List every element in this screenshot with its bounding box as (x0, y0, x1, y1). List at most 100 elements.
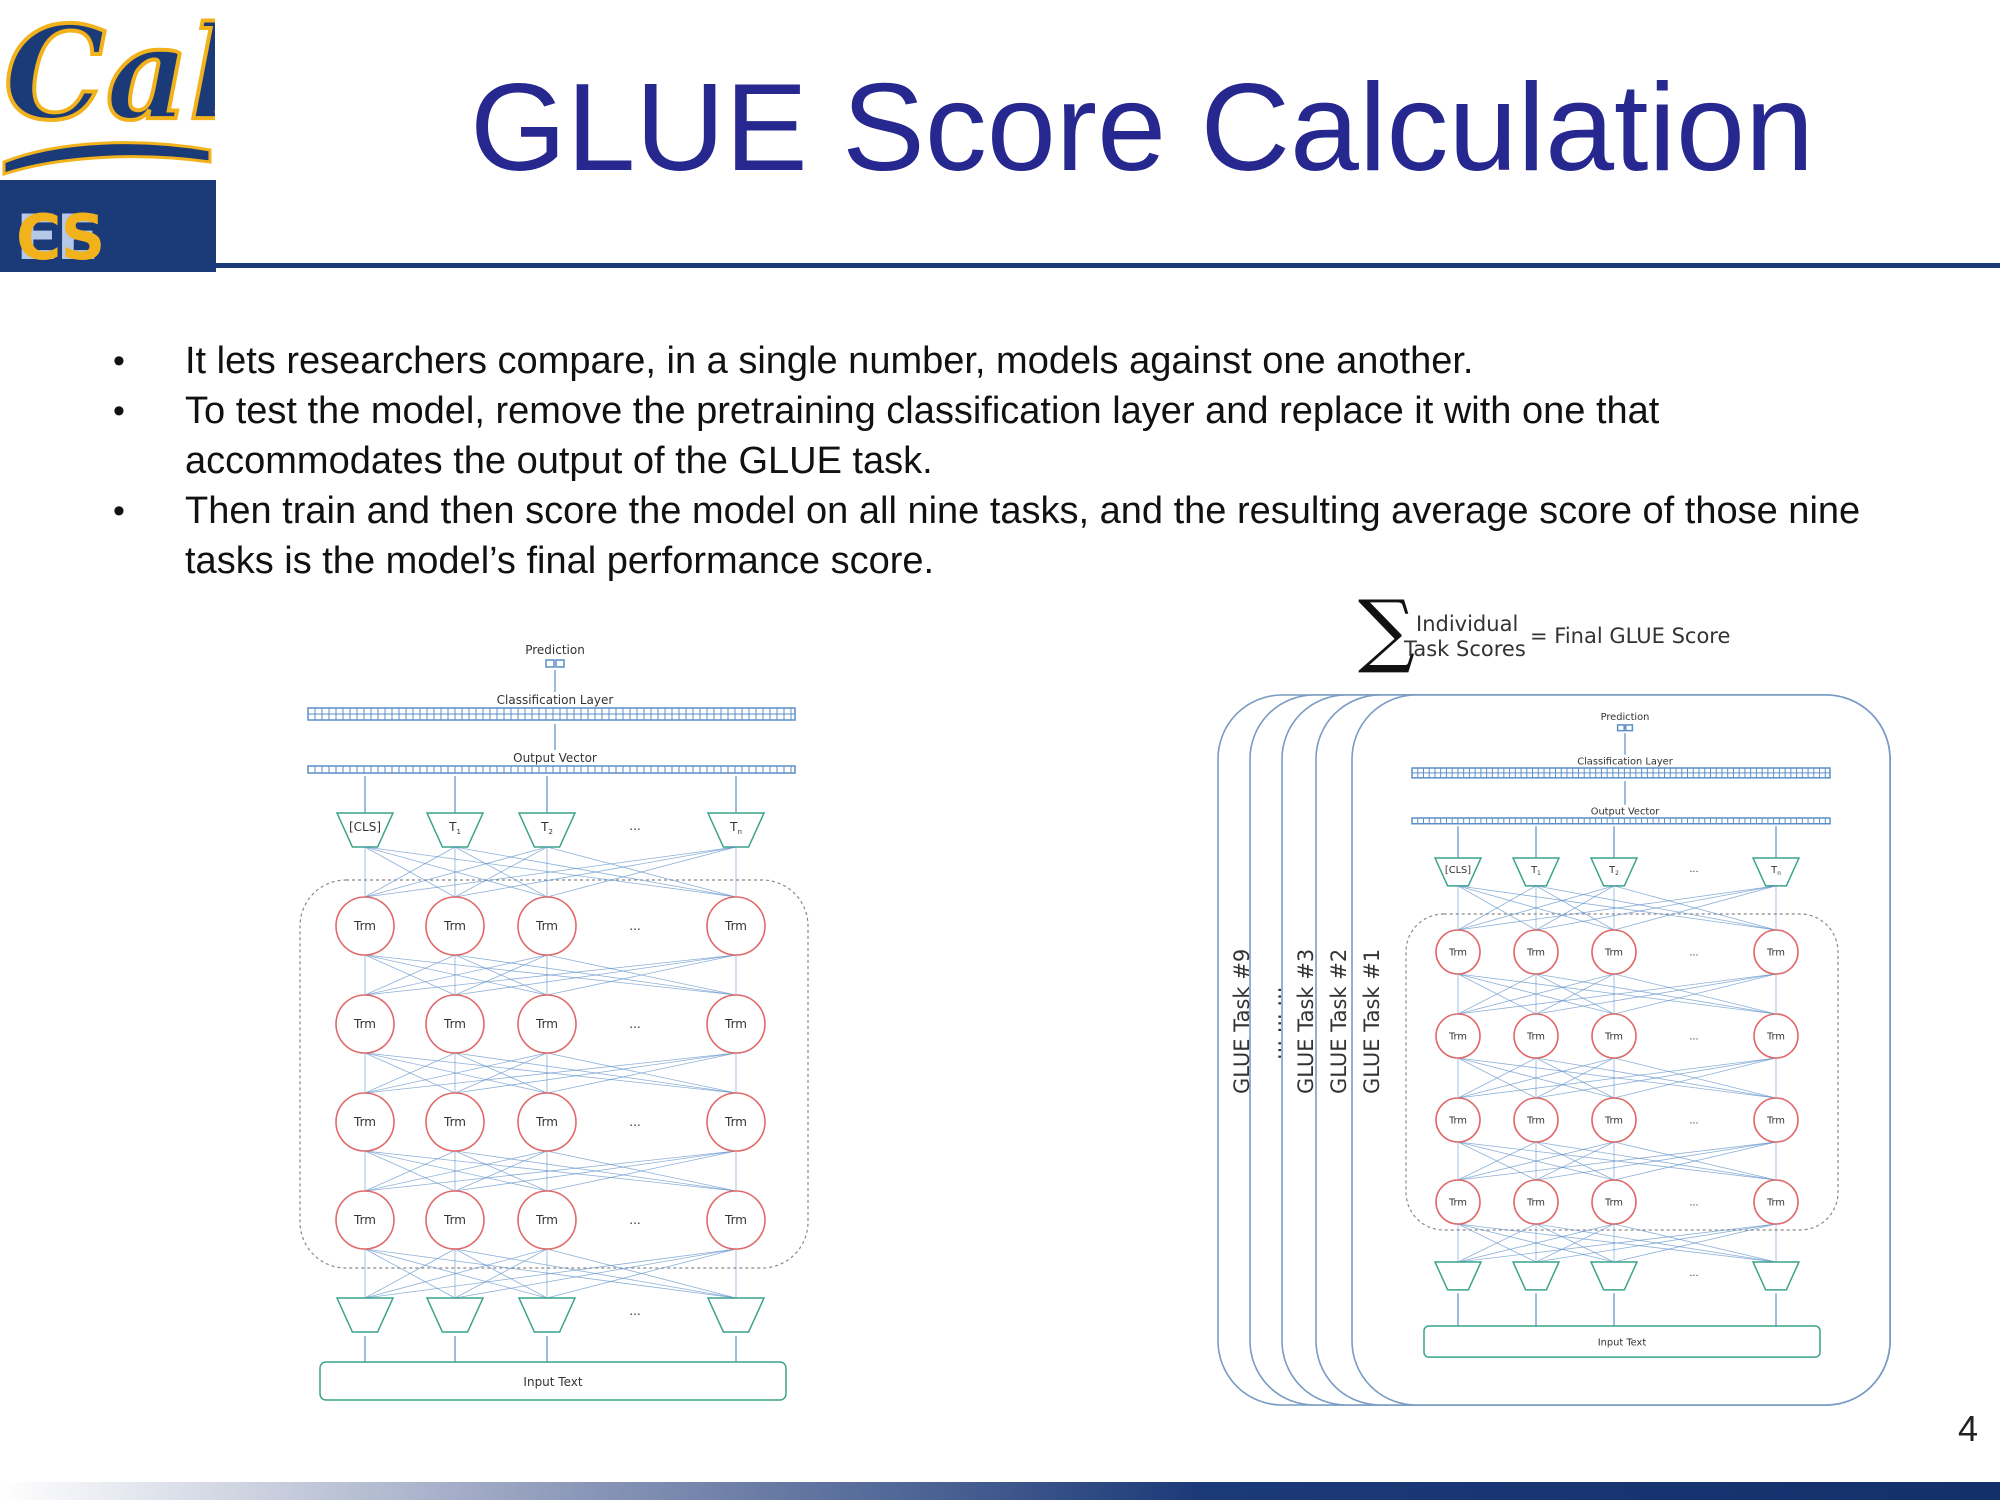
attention-connection (1613, 1057, 1777, 1099)
attention-connection (1457, 1223, 1615, 1263)
transformer-node-label: Trm (1604, 1115, 1623, 1126)
cal-wordmark: Cal (4, 0, 215, 149)
bullet-text: To test the model, remove the pretrainin… (185, 390, 1660, 482)
input-text-label: Input Text (523, 1375, 582, 1389)
output-token-label: T2 (540, 820, 553, 836)
transformer-node (706, 1190, 766, 1250)
token-subscript: n (737, 828, 741, 836)
transformer-node (425, 1092, 485, 1152)
attention-connection (454, 1248, 737, 1299)
transformer-node-label: Trm (1448, 1197, 1467, 1208)
bullet-item: •It lets researchers compare, in a singl… (110, 336, 1870, 386)
attention-connection (364, 1052, 456, 1094)
task-label-3: GLUE Task #3 (1294, 948, 1318, 1094)
transformer-node (425, 896, 485, 956)
transformer-node-label: Trm (1604, 1031, 1623, 1042)
cal-logo: Cal (0, 0, 239, 178)
transformer-node (1753, 1097, 1799, 1143)
attention-connection (454, 1150, 548, 1192)
prediction-label: Prediction (1601, 712, 1650, 723)
bullet-marker: • (113, 342, 125, 380)
attention-connection (454, 1052, 737, 1094)
output-token-shape (1589, 857, 1639, 887)
transformer-node-label: Trm (1766, 1031, 1785, 1042)
transformer-node (1591, 1097, 1637, 1143)
bullet-marker: • (113, 392, 125, 430)
prediction-cell (1616, 724, 1625, 732)
transformer-node-label: Trm (724, 1017, 747, 1031)
input-text-box (319, 1361, 787, 1401)
eecs-ee-text: EE (16, 201, 99, 274)
attention-connection (364, 1052, 548, 1094)
token-ellipsis: ... (629, 1304, 640, 1318)
task-label-ellipsis: ... ... ... (1262, 986, 1286, 1060)
node-ellipsis: ... (629, 1213, 640, 1227)
attention-connection (364, 846, 737, 898)
transformer-node (706, 1092, 766, 1152)
attention-connection (1535, 1223, 1777, 1263)
input-token-shape (1511, 1261, 1561, 1291)
transformer-node-label: Trm (724, 919, 747, 933)
attention-connection (1457, 973, 1615, 1015)
eecs-cs-text: CS (16, 201, 105, 274)
attention-connection (1457, 1141, 1615, 1181)
attention-connection (1457, 973, 1537, 1015)
attention-connection (364, 846, 548, 898)
transformer-node (1435, 1097, 1481, 1143)
transformer-node-label: Trm (443, 1115, 466, 1129)
transformer-node (706, 896, 766, 956)
bullet-text: Then train and then score the model on a… (185, 490, 1861, 582)
attention-connection (1457, 973, 1777, 1015)
transformer-node (425, 994, 485, 1054)
bullet-item: • To test the model, remove the pretraini… (110, 386, 1870, 486)
input-token-shape (706, 1297, 766, 1333)
output-token-label: Tn (729, 820, 742, 836)
transformer-node-label: Trm (353, 1115, 376, 1129)
prediction-label: Prediction (525, 643, 585, 657)
transformer-node-label: Trm (1526, 1197, 1545, 1208)
transformer-node (1513, 1097, 1559, 1143)
transformer-node-label: Trm (353, 1017, 376, 1031)
output-token-label: T2 (1608, 865, 1619, 877)
token-subscript: n (1777, 871, 1781, 877)
transformer-node (335, 1092, 395, 1152)
footer-bar (0, 1482, 2000, 1500)
transformer-node-label: Trm (1766, 947, 1785, 958)
transformer-node-label: Trm (443, 919, 466, 933)
page-number: 4 (1957, 1408, 1978, 1449)
token-ellipsis: ... (1689, 864, 1698, 875)
attention-connection (1457, 885, 1615, 931)
sum-top-text: Individual (1416, 612, 1519, 636)
output-token-label: [CLS] (349, 820, 381, 834)
task-label-2: GLUE Task #2 (1327, 948, 1351, 1094)
transformer-node-label: Trm (1766, 1197, 1785, 1208)
transformer-node (517, 1092, 577, 1152)
classification-layer-label: Classification Layer (1577, 757, 1674, 768)
attention-connection (1613, 1223, 1777, 1263)
transformer-node-label: Trm (1604, 947, 1623, 958)
token-subscript: 2 (548, 828, 552, 836)
attention-connection (454, 846, 737, 898)
transformer-node (335, 896, 395, 956)
sum-operand: Individual Task Scores (1404, 612, 1526, 662)
transformer-node (1753, 929, 1799, 975)
attention-connection (454, 954, 737, 996)
transformer-node-label: Trm (1526, 1031, 1545, 1042)
transformer-node-label: Trm (443, 1213, 466, 1227)
input-token-shape (1433, 1261, 1483, 1291)
attention-connection (546, 846, 737, 898)
node-ellipsis: ... (629, 1017, 640, 1031)
transformer-node (1513, 1179, 1559, 1225)
transformer-node-label: Trm (1448, 947, 1467, 958)
transformer-node-label: Trm (1526, 1115, 1545, 1126)
transformer-node-label: Trm (535, 1115, 558, 1129)
attention-connection (1535, 973, 1615, 1015)
attention-connection (1457, 1223, 1537, 1263)
output-token-shape (1751, 857, 1801, 887)
attention-connection (546, 1150, 737, 1192)
transformer-node-label: Trm (1604, 1197, 1623, 1208)
attention-connection (1535, 885, 1777, 931)
